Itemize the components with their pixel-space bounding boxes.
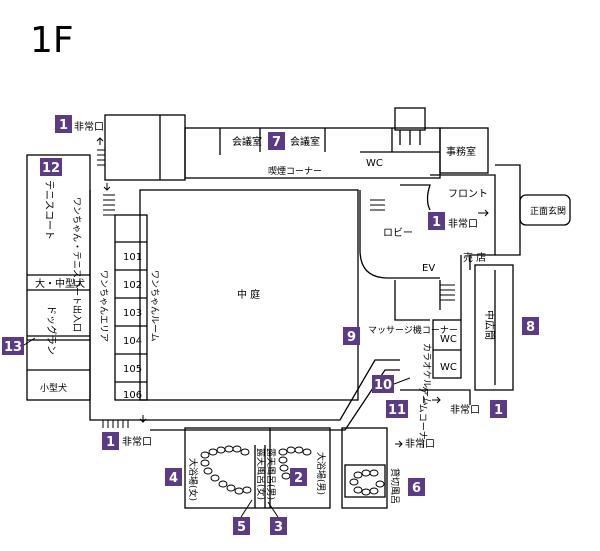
label-emergency-exit-right: 非常口: [450, 403, 480, 416]
label-wc-mid-b: WC: [440, 362, 457, 373]
label-courtyard: 中 庭: [237, 288, 260, 301]
label-emergency-exit-bottom-right: 非常口: [405, 437, 435, 450]
badge-1-lobby: 1: [428, 212, 445, 230]
room-number: 103: [123, 308, 142, 319]
svg-text:10: 10: [374, 378, 392, 393]
badge-9: 9: [343, 327, 360, 345]
bath-stones: [200, 445, 385, 496]
svg-text:7: 7: [272, 135, 281, 150]
label-game: ゲームコーナー: [417, 386, 429, 449]
label-massage: マッサージ機コーナー: [368, 324, 458, 336]
svg-text:3: 3: [274, 520, 283, 535]
badge-1-top-left: 1: [55, 115, 72, 133]
svg-text:1: 1: [59, 118, 68, 133]
guest-room-numbers: 101 102 103 104 105 106: [123, 252, 142, 401]
svg-text:13: 13: [4, 340, 22, 355]
badge-8: 8: [522, 317, 539, 335]
badge-1-bottom-left: 1: [102, 432, 119, 450]
badge-7: 7: [268, 132, 285, 150]
label-front: フロント: [448, 189, 488, 200]
label-rotenburo-women: 露天風呂(女): [255, 448, 267, 500]
badge-11: 11: [386, 400, 408, 418]
svg-text:12: 12: [42, 161, 60, 176]
floor-title: 1F: [30, 20, 74, 61]
badge-3: 3: [270, 517, 287, 535]
svg-text:1: 1: [494, 403, 503, 418]
room-number: 104: [123, 336, 142, 347]
label-large-medium-dog: 大・中型犬: [35, 277, 85, 290]
label-bath-women: 大浴場(女): [187, 458, 199, 501]
badge-6: 6: [408, 478, 425, 496]
exit-arrows: [96, 137, 489, 448]
label-tennis: テニスコート: [43, 180, 54, 240]
badge-2: 2: [290, 468, 307, 486]
badge-13: 13: [2, 337, 24, 355]
svg-text:9: 9: [347, 330, 356, 345]
label-private-bath: 貸切風呂: [389, 468, 401, 504]
svg-text:2: 2: [294, 471, 303, 486]
label-entrance: 正面玄関: [530, 205, 566, 217]
svg-text:1: 1: [432, 215, 441, 230]
label-emergency-exit-lobby: 非常口: [448, 217, 478, 230]
label-rotenburo-men: 露天風呂(男): [265, 448, 276, 500]
badge-1-right: 1: [490, 400, 507, 418]
label-wanchan-exit: ワンちゃん・テニスコート出入口: [71, 197, 83, 332]
label-emergency-exit-bottom-left: 非常口: [122, 435, 152, 448]
label-office: 事務室: [446, 145, 476, 158]
svg-text:5: 5: [237, 520, 246, 535]
label-conference-a: 会議室: [232, 135, 262, 148]
badge-10: 10: [372, 375, 394, 393]
badge-12: 12: [40, 158, 62, 176]
label-small-dog: 小型犬: [40, 382, 67, 394]
room-labels: 会議室 会議室 喫煙コーナー WC 事務室 フロント 正面玄関 ロビー 非常口 …: [35, 120, 566, 504]
svg-text:6: 6: [412, 481, 421, 496]
svg-text:1: 1: [106, 435, 115, 450]
label-wc-mid-a: WC: [440, 334, 457, 345]
stairs: [97, 149, 455, 428]
badge-4: 4: [165, 468, 182, 486]
room-number: 105: [123, 364, 142, 375]
label-bath-men: 大浴場(男): [315, 452, 327, 495]
leader-lines: [23, 337, 411, 518]
label-shop: 売 店: [463, 251, 486, 264]
label-conference-b: 会議室: [290, 135, 320, 148]
label-ev: EV: [422, 263, 435, 274]
svg-text:8: 8: [526, 320, 535, 335]
label-lobby: ロビー: [383, 227, 413, 239]
label-dog-run: ドッグラン: [45, 305, 58, 355]
svg-text:4: 4: [169, 471, 178, 486]
label-wc-top: WC: [366, 158, 383, 169]
label-emergency-exit-top-left: 非常口: [74, 120, 104, 133]
label-wanchan-area: ワンちゃんエリア: [98, 270, 109, 342]
room-number: 102: [123, 280, 142, 291]
room-number: 106: [123, 390, 142, 401]
label-karaoke: カラオケルーム: [421, 343, 432, 406]
label-middle-hall: 中広間: [483, 310, 496, 340]
building-walls: [26, 107, 571, 509]
label-wanchan-room: ワンちゃんルーム: [149, 270, 160, 342]
label-smoking-corner: 喫煙コーナー: [268, 165, 322, 177]
room-number: 101: [123, 252, 142, 263]
badge-5: 5: [233, 517, 250, 535]
badges: 1 1 1 1 2 3 4 5 6 7 8 9 10 11 12 13: [2, 115, 539, 535]
svg-text:11: 11: [388, 403, 406, 418]
